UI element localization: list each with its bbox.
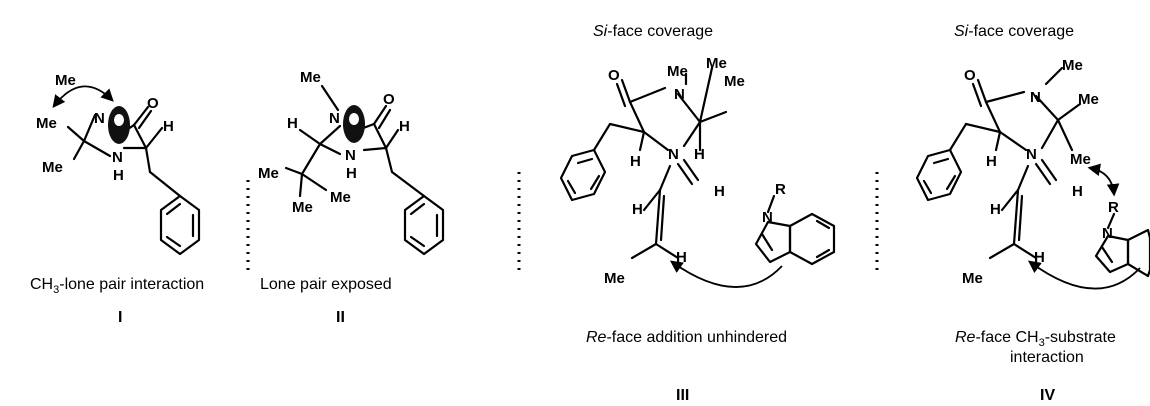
atom-n: N (674, 86, 685, 103)
atom-n: N (1030, 89, 1041, 106)
atom-h: H (163, 118, 174, 135)
atom-n: N (668, 146, 679, 163)
atom-me: Me (1078, 91, 1099, 108)
atom-r: R (775, 181, 786, 198)
atom-me: Me (55, 72, 76, 89)
atom-h: H (1072, 183, 1083, 200)
atom-h: H (346, 165, 357, 182)
structure-II: Me H N N H O H Me Me Me Lone pair expose… (258, 69, 445, 326)
atom-me: Me (706, 55, 727, 72)
atom-o: O (608, 67, 620, 84)
atom-h: H (694, 146, 705, 163)
header-III: Si-face coverage (593, 23, 713, 40)
atom-me: Me (292, 199, 313, 216)
atom-n: N (94, 110, 105, 127)
attack-arrow (669, 260, 783, 288)
atom-h: H (287, 115, 298, 132)
structure-III: Si-face coverage (559, 23, 836, 404)
atom-me: Me (1070, 151, 1091, 168)
atom-h: H (990, 201, 1001, 218)
caption-I: CH3-lone pair interaction (30, 276, 204, 296)
interaction-arrow (1087, 163, 1120, 197)
structure-I: Me Me N N H O H Me CH3-lone pair interac… (30, 72, 204, 326)
atom-me: Me (36, 115, 57, 132)
atom-me: Me (962, 270, 983, 287)
atom-me: Me (667, 63, 688, 80)
atom-me: Me (258, 165, 279, 182)
atom-n: N (1026, 146, 1037, 163)
atom-h: H (630, 153, 641, 170)
atom-n: N (112, 149, 123, 166)
atom-me: Me (330, 189, 351, 206)
caption-IV-line2: interaction (1010, 349, 1084, 366)
atom-me: Me (604, 270, 625, 287)
atom-n: N (1102, 225, 1113, 242)
atom-h: H (113, 167, 124, 184)
attack-arrow (1027, 260, 1141, 290)
atom-o: O (964, 67, 976, 84)
atom-n: N (345, 147, 356, 164)
atom-o: O (383, 91, 395, 108)
atom-h: H (986, 153, 997, 170)
numeral-IV: IV (1040, 387, 1055, 404)
atom-me: Me (1062, 57, 1083, 74)
atom-n: N (762, 209, 773, 226)
numeral-III: III (676, 387, 689, 404)
structure-IV: Si-face coverage O (915, 23, 1150, 404)
caption-IV: Re-face CH3-substrate (955, 329, 1116, 349)
atom-h: H (399, 118, 410, 135)
atom-me: Me (300, 69, 321, 86)
atom-h: H (632, 201, 643, 218)
interaction-arrow (52, 85, 114, 108)
atom-me: Me (724, 73, 745, 90)
numeral-II: II (336, 309, 345, 326)
numeral-I: I (118, 309, 122, 326)
caption-III: Re-face addition unhindered (586, 329, 787, 346)
atom-h: H (1034, 249, 1045, 266)
atom-me: Me (42, 159, 63, 176)
atom-h: H (676, 249, 687, 266)
atom-h: H (714, 183, 725, 200)
atom-r: R (1108, 199, 1119, 216)
caption-II: Lone pair exposed (260, 276, 392, 293)
header-IV: Si-face coverage (954, 23, 1074, 40)
atom-o: O (147, 95, 159, 112)
atom-n: N (329, 110, 340, 127)
